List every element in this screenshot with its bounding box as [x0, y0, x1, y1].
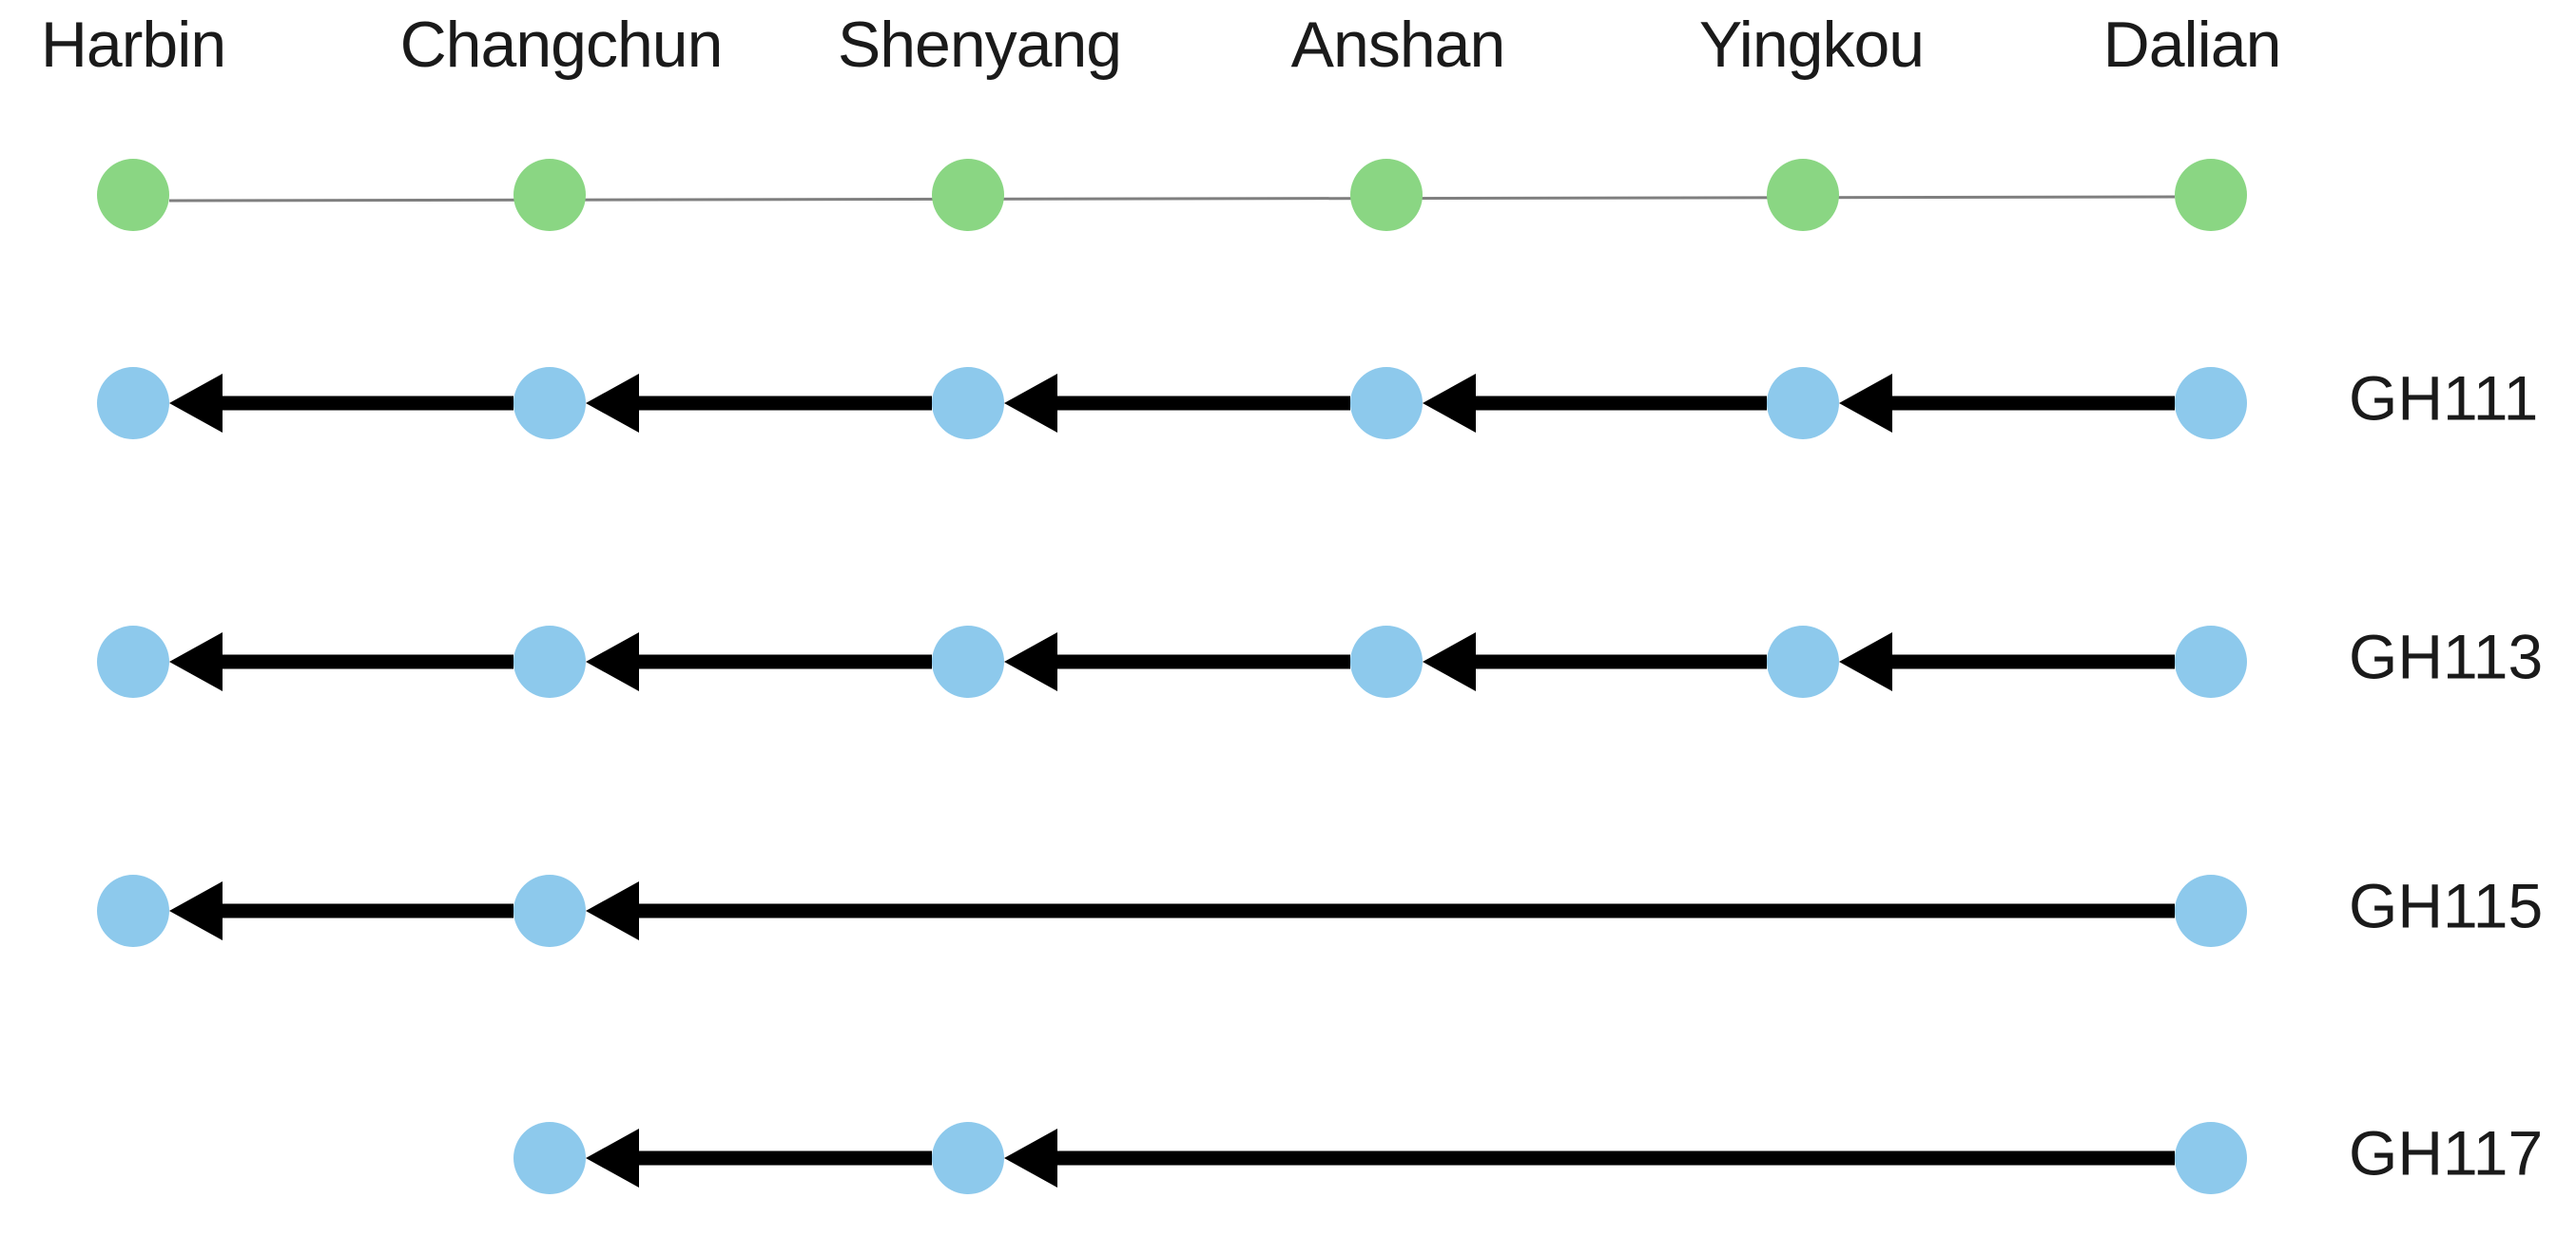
- service-node-gh111-anshan[interactable]: [1350, 367, 1423, 439]
- service-node-gh117-changchun[interactable]: [513, 1122, 586, 1194]
- service-node-gh113-yingkou[interactable]: [1767, 626, 1839, 698]
- arrow-head-icon: [169, 374, 223, 433]
- service-node-gh113-dalian[interactable]: [2175, 626, 2247, 698]
- service-node-gh111-harbin[interactable]: [97, 367, 169, 439]
- arrow-head-icon: [1004, 1129, 1057, 1188]
- route-label-gh113[interactable]: GH113: [2349, 621, 2543, 691]
- corridor-row: [97, 159, 2247, 231]
- service-row-gh115: [97, 875, 2247, 947]
- service-node-gh113-anshan[interactable]: [1350, 626, 1423, 698]
- arrow-head-icon: [586, 1129, 639, 1188]
- corridor-node-yingkou[interactable]: [1767, 159, 1839, 231]
- arrow-head-icon: [1004, 374, 1057, 433]
- service-node-gh117-shenyang[interactable]: [932, 1122, 1004, 1194]
- service-node-gh111-dalian[interactable]: [2175, 367, 2247, 439]
- service-node-gh111-changchun[interactable]: [513, 367, 586, 439]
- arrow-head-icon: [1423, 632, 1476, 691]
- service-row-gh111: [97, 367, 2247, 439]
- arrow-head-icon: [169, 632, 223, 691]
- corridor-connector-line: [168, 195, 2176, 203]
- city-label-anshan: Anshan: [1291, 9, 1505, 81]
- arrow-head-icon: [1004, 632, 1057, 691]
- corridor-node-changchun[interactable]: [513, 159, 586, 231]
- arrow-head-icon: [1423, 374, 1476, 433]
- route-label-gh117[interactable]: GH117: [2349, 1117, 2543, 1188]
- arrow-head-icon: [586, 374, 639, 433]
- service-node-gh115-dalian[interactable]: [2175, 875, 2247, 947]
- corridor-node-shenyang[interactable]: [932, 159, 1004, 231]
- corridor-node-harbin[interactable]: [97, 159, 169, 231]
- route-label-gh115[interactable]: GH115: [2349, 870, 2543, 940]
- route-label-gh111[interactable]: GH111: [2349, 362, 2538, 433]
- service-node-gh113-shenyang[interactable]: [932, 626, 1004, 698]
- arrow-head-icon: [586, 881, 639, 940]
- arrow-head-icon: [1839, 374, 1892, 433]
- city-label-dalian: Dalian: [2103, 9, 2281, 81]
- service-node-gh113-harbin[interactable]: [97, 626, 169, 698]
- arrow-head-icon: [586, 632, 639, 691]
- service-node-gh111-yingkou[interactable]: [1767, 367, 1839, 439]
- service-node-gh117-dalian[interactable]: [2175, 1122, 2247, 1194]
- arrow-head-icon: [1839, 632, 1892, 691]
- city-label-harbin: Harbin: [41, 9, 225, 81]
- corridor-node-anshan[interactable]: [1350, 159, 1423, 231]
- service-node-gh113-changchun[interactable]: [513, 626, 586, 698]
- city-label-yingkou: Yingkou: [1699, 9, 1924, 81]
- service-node-gh115-harbin[interactable]: [97, 875, 169, 947]
- service-node-gh111-shenyang[interactable]: [932, 367, 1004, 439]
- city-label-group: Harbin Changchun Shenyang Anshan Yingkou Dali…: [41, 9, 2282, 81]
- service-row-gh117: [513, 1122, 2247, 1194]
- city-label-shenyang: Shenyang: [838, 9, 1121, 81]
- service-row-gh113: [97, 626, 2247, 698]
- service-rows: [97, 367, 2247, 1194]
- arrow-head-icon: [169, 881, 223, 940]
- corridor-node-dalian[interactable]: [2175, 159, 2247, 231]
- service-node-gh115-changchun[interactable]: [513, 875, 586, 947]
- city-label-changchun: Changchun: [400, 9, 723, 81]
